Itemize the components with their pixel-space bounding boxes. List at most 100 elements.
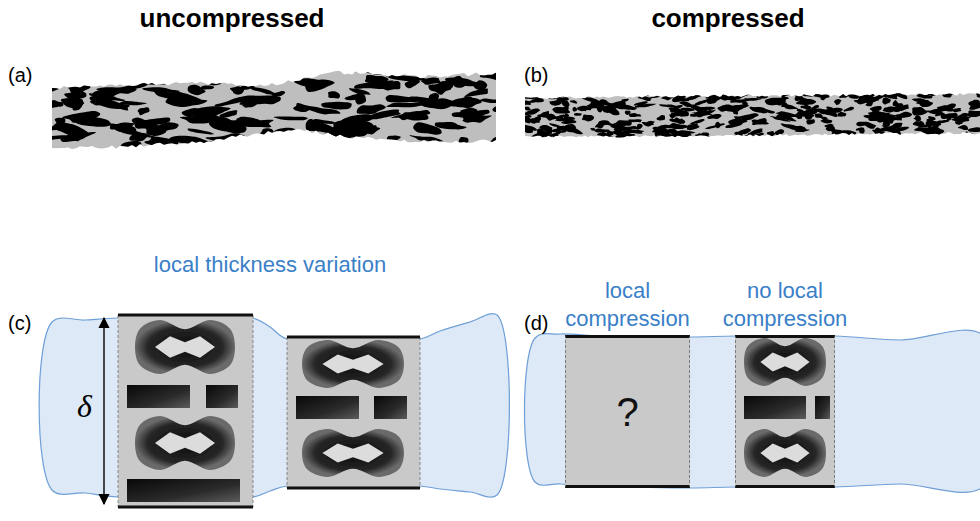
- particle: [156, 122, 179, 132]
- particle: [551, 127, 564, 132]
- uncompressed-element: no local compression: [735, 335, 835, 488]
- particle: [489, 136, 507, 144]
- fiber-block: [296, 396, 359, 419]
- particle: [957, 113, 969, 119]
- particle: [260, 128, 274, 137]
- particle: [209, 119, 241, 133]
- fiber-block: [744, 396, 806, 419]
- particle: [885, 107, 904, 113]
- particle: [796, 99, 816, 105]
- particle: [744, 98, 761, 101]
- particle: [878, 133, 890, 137]
- particle: [921, 93, 929, 99]
- particle: [520, 115, 532, 118]
- particle: [522, 94, 535, 100]
- particle: [328, 91, 340, 98]
- dimension-symbol: δ: [77, 388, 92, 425]
- particle: [733, 110, 738, 114]
- element-side: [118, 315, 119, 507]
- particle: [169, 136, 218, 144]
- particle: [565, 126, 583, 134]
- particle: [528, 118, 540, 124]
- particle: [652, 125, 669, 133]
- particle: [43, 87, 60, 92]
- layer-matrix: [525, 93, 980, 138]
- particle: [121, 87, 136, 93]
- particle: [474, 80, 488, 90]
- particle: [968, 127, 980, 132]
- particle: [923, 88, 943, 95]
- particle: [912, 110, 926, 115]
- particle: [104, 101, 130, 110]
- particle: [668, 123, 684, 129]
- particle: [306, 119, 338, 133]
- particle-body: [744, 429, 826, 477]
- particle: [605, 135, 613, 139]
- particle: [953, 108, 962, 112]
- particle: [669, 119, 682, 124]
- fiber-block: [374, 396, 407, 419]
- particle-group: [32, 67, 513, 153]
- region-heading: no local compression: [705, 277, 865, 332]
- element-side: [420, 337, 421, 488]
- particle: [273, 116, 307, 120]
- particle: [647, 121, 655, 124]
- particle: [928, 116, 935, 120]
- particle: [424, 137, 435, 141]
- particle: [38, 81, 58, 93]
- particle: [919, 100, 933, 107]
- particle: [661, 94, 674, 100]
- particle: [293, 103, 316, 112]
- particle: [969, 100, 980, 106]
- particle: [834, 99, 841, 105]
- particle: [806, 119, 815, 124]
- particle: [188, 85, 206, 95]
- particle: [634, 101, 648, 105]
- fiber-block: [127, 385, 190, 408]
- particle: [582, 115, 594, 122]
- particle: [428, 82, 451, 94]
- particle: [590, 128, 595, 131]
- particle-body: [135, 416, 235, 470]
- particle: [349, 88, 371, 95]
- particle: [593, 101, 607, 106]
- particle: [893, 123, 903, 128]
- particle: [744, 135, 750, 138]
- particle: [539, 125, 552, 132]
- particle: [815, 109, 827, 113]
- particle: [752, 118, 767, 125]
- particle: [552, 94, 561, 98]
- particle: [603, 106, 614, 111]
- particle-body: [302, 429, 404, 477]
- particle: [687, 123, 700, 130]
- particle: [838, 112, 847, 117]
- particle: [680, 108, 695, 112]
- particle-body: [744, 338, 826, 386]
- particle: [358, 69, 389, 74]
- particle: [629, 113, 638, 117]
- particle: [671, 132, 679, 137]
- particle: [480, 73, 513, 81]
- particle: [552, 133, 558, 140]
- particle: [459, 137, 469, 146]
- particle-pore: [760, 443, 809, 462]
- particle: [638, 96, 652, 101]
- particle: [522, 106, 530, 110]
- particle: [305, 80, 334, 92]
- particle: [209, 76, 222, 86]
- particle: [763, 109, 775, 113]
- compressed-layer: [516, 88, 980, 140]
- particle-body: [302, 340, 404, 388]
- particle: [410, 135, 443, 141]
- particle: [368, 75, 387, 82]
- particle: [543, 131, 552, 134]
- particle: [815, 114, 823, 119]
- particle: [357, 104, 386, 114]
- particle: [932, 125, 939, 128]
- particle: [865, 122, 877, 128]
- particle: [943, 104, 956, 111]
- volume-element: [118, 315, 253, 507]
- particle: [138, 107, 150, 115]
- element-edge: [118, 314, 253, 317]
- compressed-element: local compression?: [565, 335, 690, 488]
